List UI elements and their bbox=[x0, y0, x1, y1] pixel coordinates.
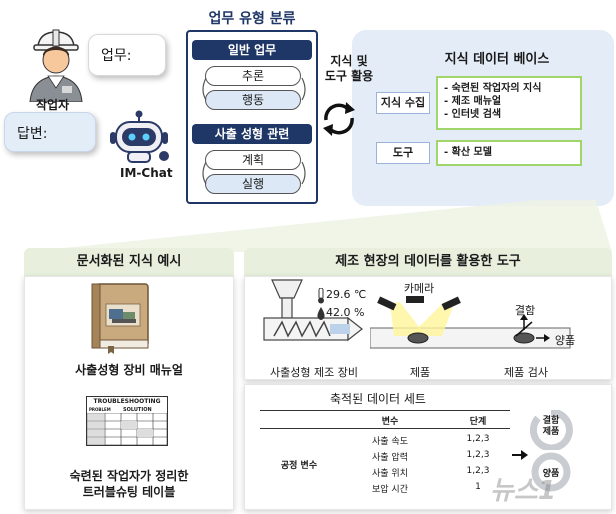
col-level: 단계 bbox=[469, 417, 487, 427]
ts-col-problem: PROBLEM bbox=[89, 407, 111, 412]
dataset-title: 축적된 데이터 세트 bbox=[330, 392, 426, 406]
manual-caption: 사출성형 장비 매뉴얼 bbox=[75, 363, 183, 377]
chatbot-icon bbox=[104, 108, 174, 164]
worker-icon bbox=[26, 26, 86, 103]
defect-product-icon bbox=[528, 408, 574, 452]
process-variable-group: 공정 변수 bbox=[280, 461, 318, 471]
col-variable: 변수 bbox=[381, 417, 399, 427]
cycle-icon bbox=[318, 98, 360, 140]
inspection-caption: 제품 검사 bbox=[504, 366, 548, 379]
documented-knowledge-header: 문서화된 지식 예시 bbox=[24, 248, 234, 276]
result-arrow-icon bbox=[512, 446, 528, 460]
ts-col-solution: SOLUTION bbox=[123, 407, 152, 413]
row-level: 1,2,3 bbox=[466, 466, 490, 476]
humidity-value: 42.0 % bbox=[326, 306, 365, 319]
manual-book-icon bbox=[90, 282, 154, 356]
row-level: 1,2,3 bbox=[466, 450, 490, 460]
classify-title: 업무 유형 분류 bbox=[208, 11, 296, 27]
temperature-value: 29.6 ℃ bbox=[326, 288, 367, 301]
knowledge-collect-label: 지식 수집 bbox=[376, 92, 430, 114]
troubleshooting-caption: 숙련된 작업자가 정리한 트러블슈팅 테이블 bbox=[69, 469, 189, 499]
watermark-logo: 뉴스1 bbox=[490, 476, 556, 506]
injection-item-plan: 계획 bbox=[205, 150, 301, 170]
good-product-label: 양품 bbox=[542, 469, 560, 479]
general-item-reason: 추론 bbox=[205, 66, 301, 86]
row-name: 사출 속도 bbox=[372, 437, 408, 447]
thermometer-icon bbox=[316, 287, 326, 304]
answer-bubble: 답변: bbox=[4, 112, 96, 152]
injection-task-header: 사출 성형 관련 bbox=[192, 124, 312, 144]
row-name: 보압 시간 bbox=[372, 485, 408, 495]
good-product-icon bbox=[528, 452, 574, 492]
dataset-table: 변수 단계 공정 변수 사출 속도 1,2,3 사출 압력 1,2,3 사출 위… bbox=[260, 410, 510, 506]
ts-header: TROUBLESHOOTING bbox=[93, 398, 161, 405]
defect-product-label: 결함 제품 bbox=[542, 416, 560, 437]
field-data-tool-header: 제조 현장의 데이터를 활용한 도구 bbox=[244, 248, 612, 276]
tool-label: 도구 bbox=[376, 142, 430, 164]
tool-list: - 확산 모델 bbox=[436, 140, 582, 166]
row-level: 1 bbox=[475, 482, 481, 492]
row-level: 1,2,3 bbox=[466, 434, 490, 444]
machine-caption: 사출성형 제조 장비 bbox=[270, 366, 358, 379]
product-label: 제품 bbox=[409, 366, 431, 379]
knowledge-tool-label: 지식 및 도구 활용 bbox=[324, 54, 374, 83]
worker-label: 작업자 bbox=[36, 98, 70, 112]
kb-title: 지식 데이터 베이스 bbox=[444, 52, 550, 67]
good-label: 양품 bbox=[554, 334, 576, 347]
defect-label: 결함 bbox=[514, 304, 536, 317]
camera-label: 카메라 bbox=[403, 282, 435, 295]
injection-machine-icon bbox=[262, 278, 366, 362]
task-classification-box: 일반 업무 추론 행동 사출 성형 관련 계획 실행 bbox=[186, 30, 318, 204]
knowledge-collect-list: - 숙련된 작업자의 지식 - 제조 매뉴얼 - 인터넷 검색 bbox=[436, 76, 582, 130]
droplet-icon bbox=[316, 306, 326, 320]
row-name: 사출 위치 bbox=[372, 469, 408, 479]
row-name: 사출 압력 bbox=[372, 453, 408, 463]
general-task-header: 일반 업무 bbox=[192, 40, 312, 60]
camera-rig-icon bbox=[369, 292, 610, 364]
troubleshooting-table-icon: TROUBLESHOOTING PROBLEM SOLUTION bbox=[86, 396, 168, 446]
chatbot-label: IM-Chat bbox=[120, 166, 173, 180]
loop-arrows bbox=[202, 77, 306, 185]
task-bubble: 업무: bbox=[88, 34, 166, 76]
connector-shape bbox=[24, 200, 612, 252]
